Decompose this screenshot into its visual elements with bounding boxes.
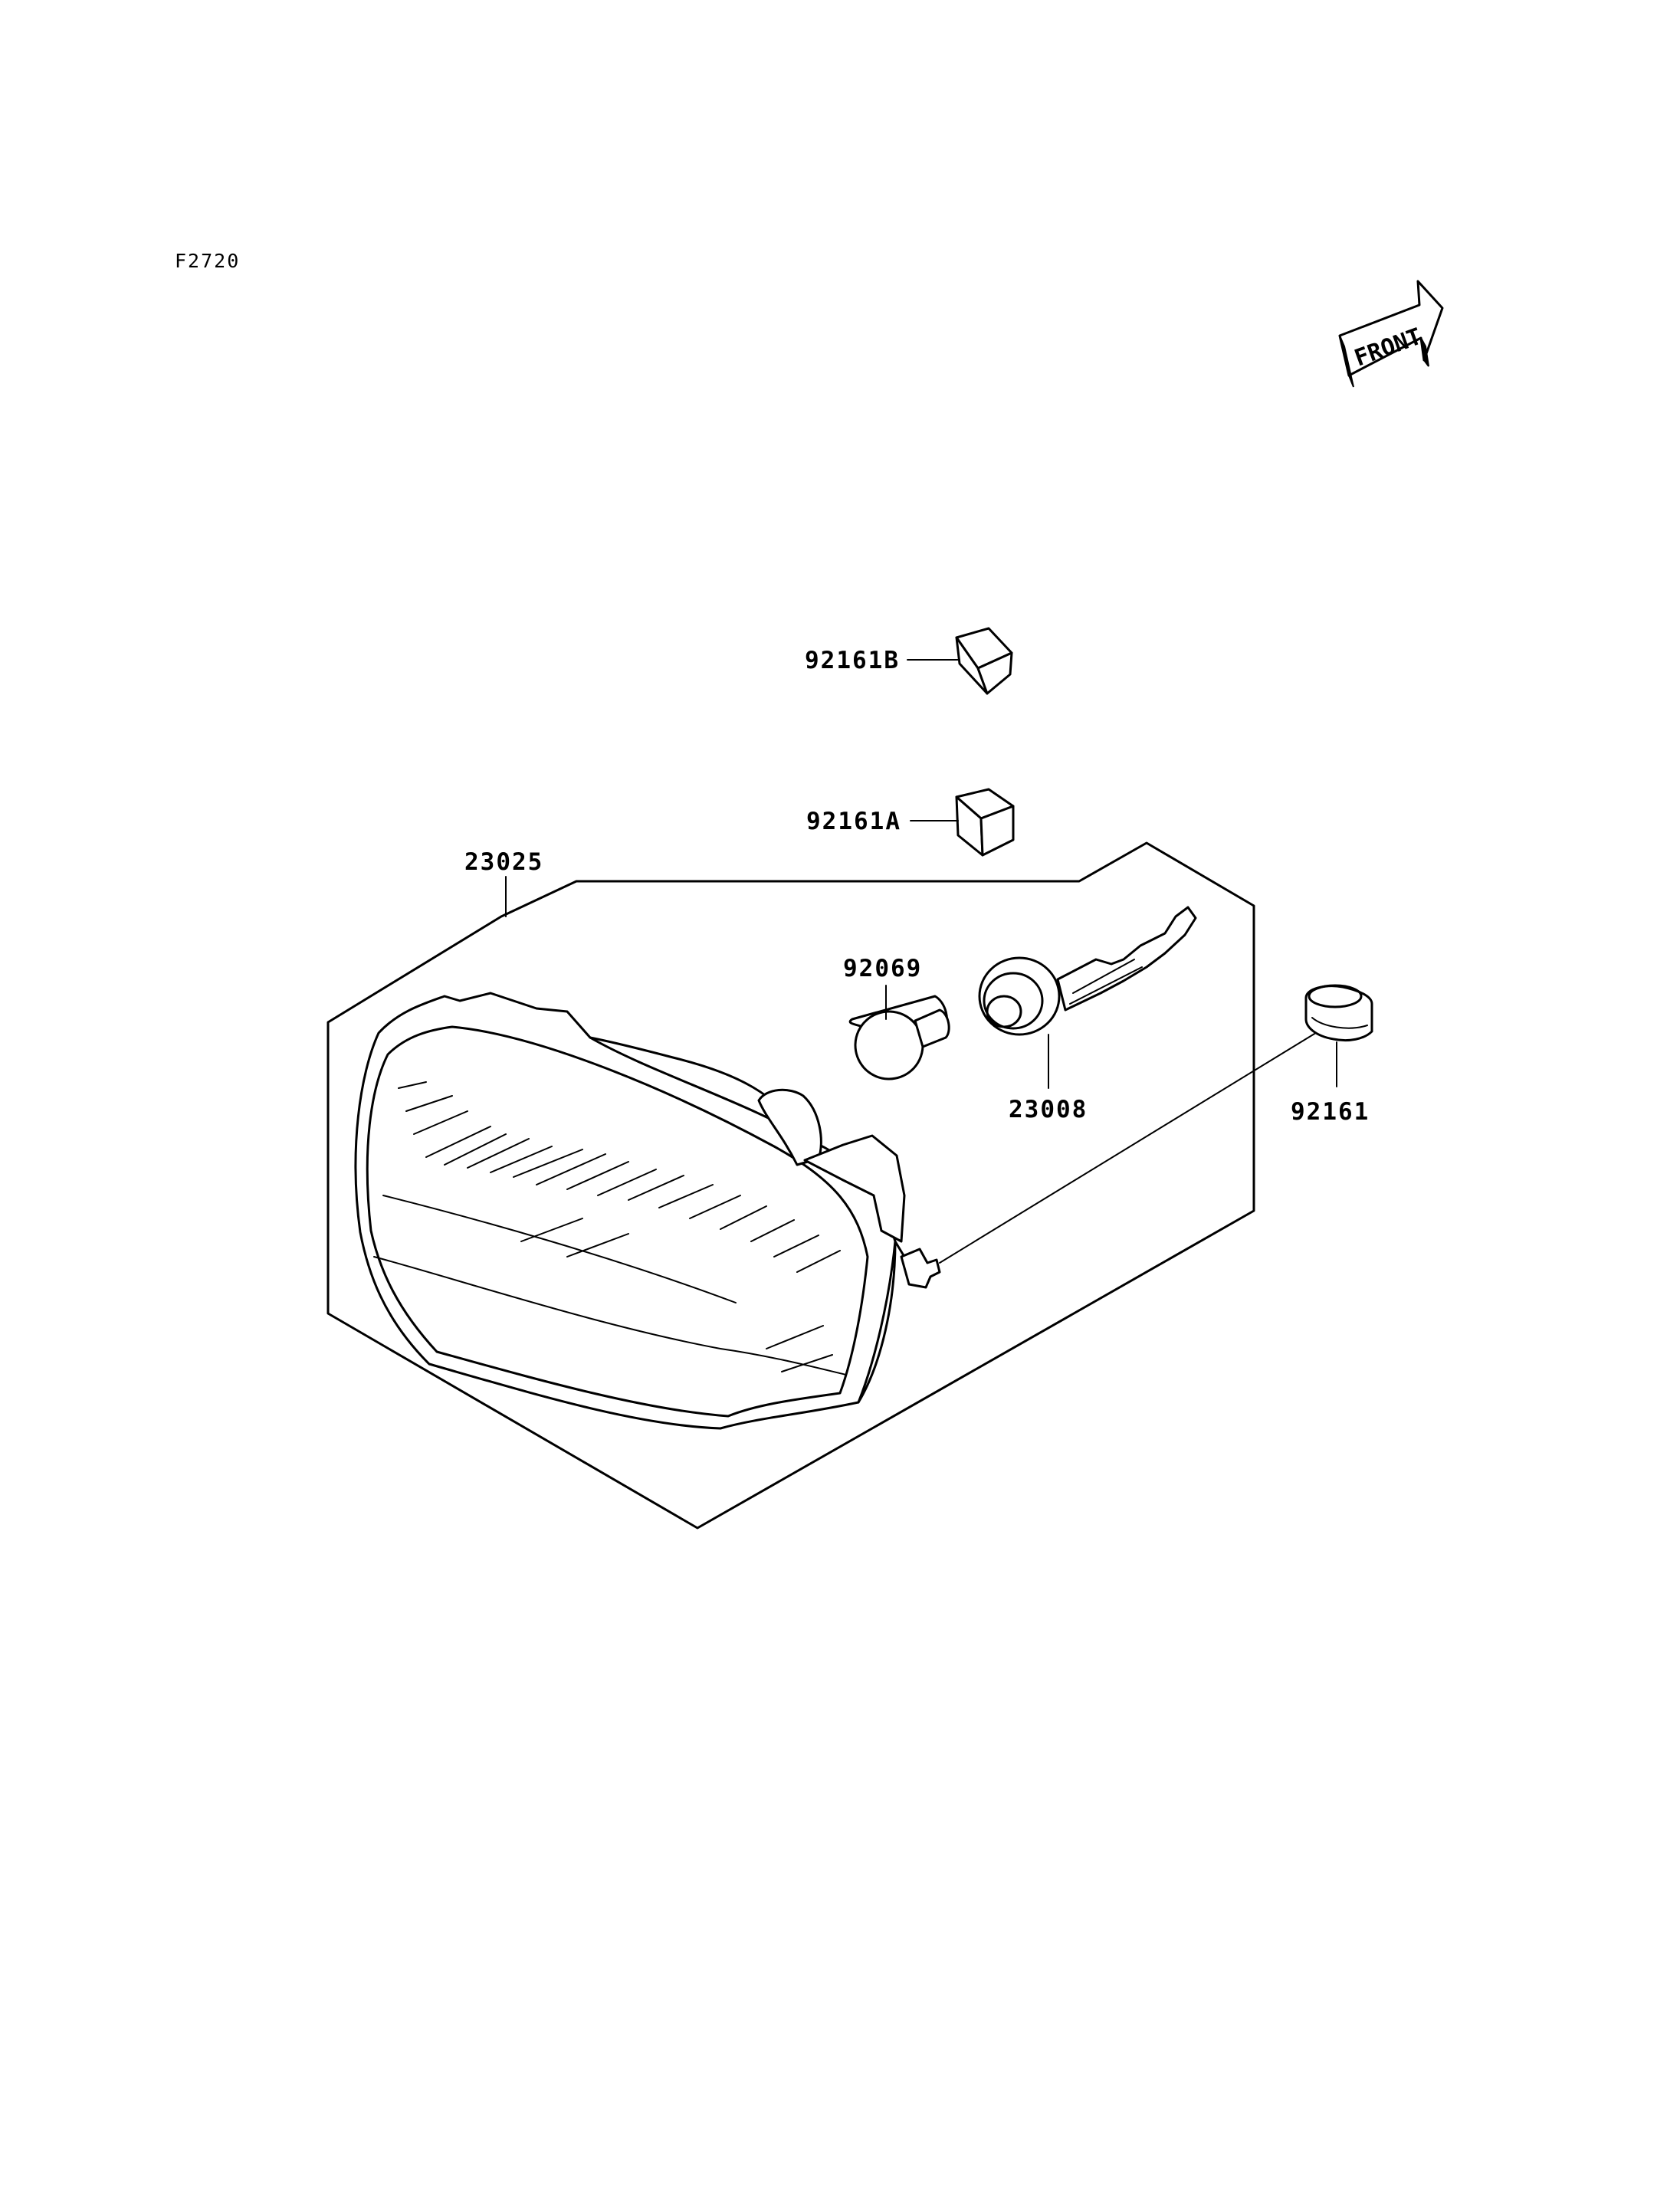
part-label-92069: 92069 [843,955,922,982]
leader-92161-line [939,1031,1319,1264]
part-label-92161b: 92161B [805,647,900,674]
tail-lamp-assembly [354,992,941,1430]
part-label-92161: 92161 [1291,1098,1370,1126]
part-label-23008: 23008 [1009,1096,1088,1123]
part-label-23025: 23025 [464,848,543,876]
part-92161b-cushion [955,627,1013,695]
figure-code: F2720 [175,250,240,272]
part-92161-grommet [1304,984,1373,1042]
part-23008-socket [978,906,1197,1036]
part-92161a-cushion [955,788,1015,857]
assembly-outline [326,841,1255,1530]
part-label-92161a: 92161A [806,808,901,835]
front-arrow-icon: FRONT [1338,280,1444,388]
part-92069-bulb [848,995,950,1080]
